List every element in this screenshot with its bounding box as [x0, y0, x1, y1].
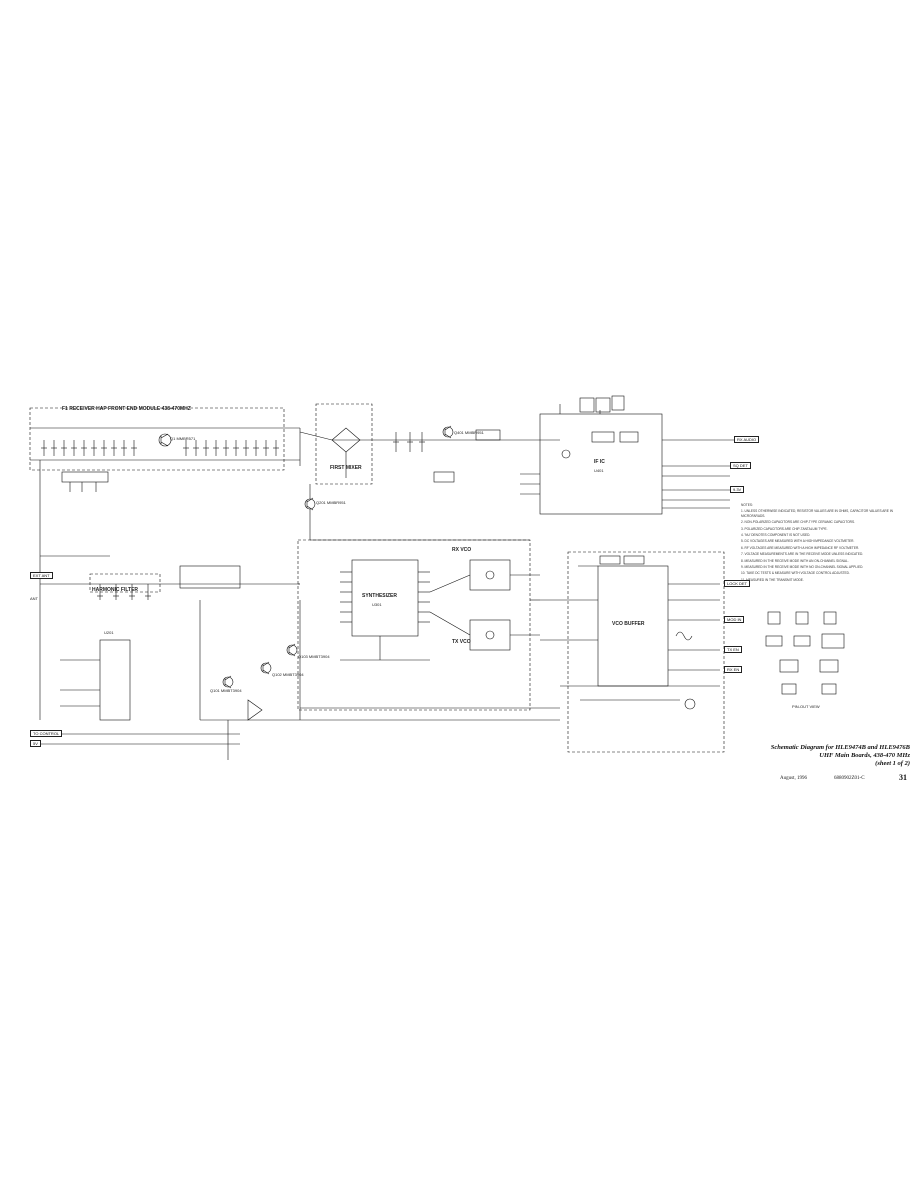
ant-label: ANT [30, 596, 38, 601]
rx-audio-port: RX AUDIO [734, 436, 760, 443]
u201-label: U201 [104, 630, 114, 635]
v5-port: 5V [30, 740, 41, 747]
q201-transistor-symbol [304, 497, 316, 511]
synth-label: SYNTHESIZER [362, 593, 398, 599]
note-item: 2. NON-POLARIZED CAPACITORS ARE CHIP-TYP… [741, 520, 855, 525]
u401-label: U401 [594, 468, 604, 473]
mod-in-port: MOD IN [724, 616, 745, 623]
vco-section-border [297, 539, 531, 711]
document-title: Schematic Diagram for HLE9474B and HLE94… [770, 744, 910, 768]
legend-icons [765, 611, 845, 695]
note-item: 11. MEASURED IN THE TRANSMIT MODE. [741, 577, 804, 582]
rx-en-port: RX EN [724, 666, 743, 673]
document-part-number: 6880902Z01-C [834, 776, 865, 781]
first-mixer-border [315, 403, 373, 485]
q1-transistor-symbol [158, 433, 172, 447]
q101-transistor-symbol [222, 675, 234, 689]
q401-label: Q401 MMBR951 [454, 430, 484, 435]
front-end-submodule [61, 471, 109, 483]
note-item: 1. UNLESS OTHERWISE INDICATED, RESISTOR … [741, 509, 893, 518]
note-item: 3. POLARIZED CAPACITORS ARE CHIP-TANTALU… [741, 526, 828, 531]
vco-buffer-label: VCO BUFFER [612, 621, 645, 627]
v9-port: 9.3V [730, 486, 745, 493]
note-item: 10. TAKE DC TESTS & MEASURE WITH VOLTAGE… [741, 571, 850, 576]
first-mixer-label: FIRST MIXER [330, 465, 362, 471]
document-date: August, 1996 [780, 776, 807, 781]
q1-label: Q1 MMBR571 [170, 436, 196, 441]
note-item: 8. MEASURED IN THE RECEIVE MODE WITH AN … [741, 558, 849, 563]
q101-label: Q101 MMBT3904 [210, 688, 242, 693]
notes-heading: NOTES: [741, 503, 753, 507]
front-end-module-border [29, 407, 285, 471]
front-end-filter-caps [41, 440, 279, 456]
title-line-3: (sheet 1 of 2) [875, 760, 910, 767]
harmonic-filter-label: HARMONIC FILTER [92, 587, 139, 593]
if-ic-u401 [539, 413, 663, 515]
page-number: 31 [899, 773, 907, 782]
inductor-symbol [675, 631, 693, 641]
note-item: 5. DC VOLTAGES ARE MEASURED WITH A HIGH … [741, 539, 855, 544]
if-filter-caps [393, 432, 425, 452]
op-amp-symbol [247, 699, 263, 721]
sq-det-port: SQ DET [730, 462, 751, 469]
tx-en-port: TX EN [724, 646, 742, 653]
synthesizer-u301 [351, 559, 419, 637]
tx-vco-label: TX VCO [452, 639, 471, 645]
legend-caption: PIN-OUT VIEW [792, 704, 820, 709]
rx-vco-label: RX VCO [452, 547, 472, 553]
note-item: 9. MEASURED IN THE RECEIVE MODE WITH NO … [741, 565, 864, 570]
notes-block: NOTES: 1. UNLESS OTHERWISE INDICATED, RE… [741, 503, 901, 584]
note-item: 6. RF VOLTAGES ARE MEASURED WITH A HIGH … [741, 545, 860, 550]
if-ic-label: IF IC [594, 459, 605, 465]
note-item: 4. 'NU' DENOTES COMPONENT IS NOT USED. [741, 533, 811, 538]
synth-pins [340, 571, 430, 623]
harmonic-filter-border [89, 573, 161, 593]
u301-label: U301 [372, 602, 382, 607]
crystal-filter [475, 429, 501, 441]
ext-ant-port: EXT ANT [30, 572, 53, 579]
title-line-1: Schematic Diagram for HLE9474B and HLE94… [770, 744, 910, 751]
q102-transistor-symbol [260, 661, 272, 675]
vco-buffer-border [567, 551, 725, 753]
q102-label: Q102 MMBT3904 [272, 672, 304, 677]
note-item: 7. VOLTAGE MEASUREMENTS ARE IN THE RECEI… [741, 552, 864, 557]
q401-transistor-symbol [442, 425, 454, 439]
title-line-2: UHF Main Boards, 438-470 MHz [819, 752, 910, 759]
tx-driver-u201 [99, 639, 131, 721]
q103-transistor-symbol [286, 643, 298, 657]
front-end-label: F1 RECEIVER HAP FRONT END MODULE 438-470… [62, 406, 191, 412]
lock-det-port: LOCK DET [724, 580, 751, 587]
q201-label: Q201 MMBR951 [316, 500, 346, 505]
q103-label: Q103 MMBT3904 [298, 654, 330, 659]
to-control-port: TO CONTROL [30, 730, 63, 737]
